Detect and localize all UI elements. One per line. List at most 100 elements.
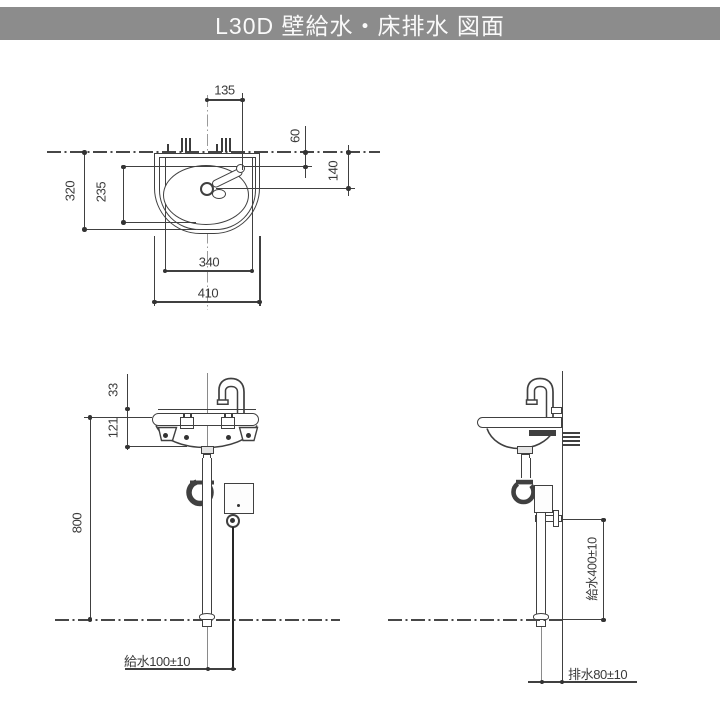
dim-endpoint bbox=[240, 97, 245, 103]
side-supply-box bbox=[534, 485, 553, 513]
extension-line bbox=[562, 619, 606, 621]
dim-line-800 bbox=[89, 417, 91, 620]
dim-endpoint bbox=[539, 679, 545, 685]
plan-drain-plug bbox=[212, 188, 226, 199]
wall-hatch bbox=[562, 436, 580, 439]
front-drain-fitting bbox=[200, 446, 214, 455]
mount-tick bbox=[180, 138, 183, 152]
dim-line-drain-offset bbox=[528, 681, 637, 683]
dim-endpoint bbox=[82, 227, 87, 232]
dim-endpoint bbox=[230, 666, 236, 672]
front-floor-stub bbox=[202, 619, 212, 627]
dim-endpoint bbox=[601, 617, 606, 623]
dim-endpoint bbox=[121, 164, 126, 170]
extension-line bbox=[206, 627, 208, 670]
side-supply-pipe bbox=[535, 515, 562, 523]
dim-label-33: 33 bbox=[105, 382, 120, 397]
dim-endpoint bbox=[82, 150, 87, 155]
dim-line-supply-offset bbox=[125, 668, 236, 670]
front-faucet-spout-tip bbox=[216, 399, 229, 405]
side-faucet-inner bbox=[533, 385, 548, 417]
dim-line-340 bbox=[164, 270, 253, 272]
side-drain-fitting bbox=[516, 446, 534, 455]
front-trap-nut bbox=[190, 480, 214, 485]
dim-label-340: 340 bbox=[198, 254, 220, 269]
dim-endpoint bbox=[346, 150, 351, 155]
side-faucet-spout-tip bbox=[525, 399, 538, 405]
side-drain-pipe bbox=[536, 513, 546, 614]
front-floor-line bbox=[55, 618, 340, 621]
side-tailpipe bbox=[521, 458, 531, 478]
dim-endpoint bbox=[559, 679, 565, 685]
dim-endpoint bbox=[125, 406, 130, 412]
extension-line bbox=[127, 446, 187, 448]
extension-line bbox=[84, 229, 196, 231]
plan-inner-side-right bbox=[251, 158, 253, 272]
clip-bolt bbox=[226, 434, 232, 440]
plan-inner-side-left bbox=[164, 158, 166, 272]
mount-tick bbox=[224, 138, 227, 152]
mount-tick bbox=[184, 138, 187, 152]
clip-prong bbox=[224, 413, 227, 418]
dim-endpoint bbox=[303, 150, 308, 155]
mount-tick bbox=[220, 138, 223, 152]
dim-label-121: 121 bbox=[105, 417, 120, 439]
mount-tick bbox=[166, 144, 169, 152]
mount-tick bbox=[215, 144, 218, 152]
clip-prong bbox=[230, 413, 233, 418]
dim-line-140 bbox=[347, 145, 349, 196]
front-supply-riser-line bbox=[231, 527, 235, 670]
dim-label-60: 60 bbox=[287, 128, 302, 143]
bracket-bolt bbox=[246, 433, 251, 438]
dim-label-320: 320 bbox=[62, 180, 78, 202]
dim-label-supply-offset: 給水100±10 bbox=[124, 654, 191, 669]
mount-tick bbox=[229, 138, 232, 152]
side-wall-line bbox=[561, 371, 564, 684]
side-wall-fitting bbox=[551, 406, 562, 414]
dim-label-410: 410 bbox=[197, 285, 219, 300]
dim-line-410 bbox=[154, 301, 260, 303]
extension-line bbox=[216, 187, 355, 189]
dim-endpoint bbox=[601, 517, 606, 523]
side-faucet-outline bbox=[526, 377, 554, 417]
dim-endpoint bbox=[152, 299, 157, 305]
drawing-title: L30D 壁給水・床排水 図面 bbox=[215, 12, 505, 39]
dim-endpoint bbox=[204, 97, 210, 103]
clip-prong bbox=[189, 413, 192, 418]
clip-bolt bbox=[184, 434, 190, 440]
dim-endpoint bbox=[121, 220, 126, 225]
front-mount-clip-right bbox=[221, 417, 235, 429]
dim-line-320 bbox=[83, 152, 85, 231]
dim-endpoint bbox=[162, 268, 168, 274]
front-drain-pipe bbox=[202, 458, 212, 614]
wall-hatch bbox=[562, 440, 580, 443]
dim-label-supply-height: 給水400±10 bbox=[585, 537, 600, 601]
title-bar: L30D 壁給水・床排水 図面 bbox=[0, 7, 720, 40]
dim-line-135 bbox=[207, 99, 243, 101]
side-trap-nut bbox=[516, 479, 533, 485]
dim-line-33-121 bbox=[126, 374, 129, 450]
dim-endpoint bbox=[249, 268, 255, 274]
extension-line bbox=[153, 236, 155, 306]
dim-endpoint bbox=[205, 666, 211, 672]
dim-endpoint bbox=[87, 415, 93, 420]
side-pipe-flange bbox=[553, 510, 559, 528]
plan-lever-knob bbox=[235, 163, 245, 173]
extension-line bbox=[122, 221, 196, 223]
dim-label-135: 135 bbox=[214, 82, 235, 98]
supply-box-dot bbox=[236, 503, 240, 507]
wall-hatch bbox=[562, 444, 580, 447]
side-overflow-bar bbox=[529, 429, 556, 436]
extension-line bbox=[259, 236, 261, 306]
front-supply-box bbox=[224, 483, 254, 514]
plan-faucet-base bbox=[199, 181, 214, 196]
side-trap-loop bbox=[511, 479, 536, 505]
dim-endpoint bbox=[125, 444, 130, 450]
dim-line-235 bbox=[122, 166, 124, 223]
extension-line bbox=[122, 166, 312, 168]
front-backsplash-line bbox=[158, 409, 256, 411]
front-faucet-inner bbox=[224, 385, 239, 413]
dim-endpoint bbox=[303, 164, 308, 170]
